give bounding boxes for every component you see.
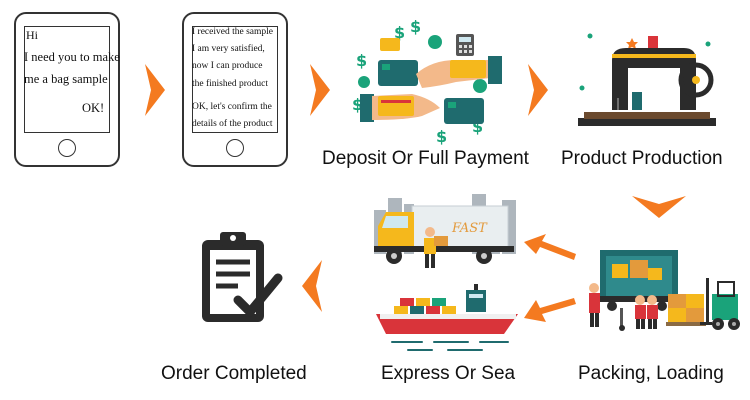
- svg-text:$: $: [410, 17, 421, 36]
- chat-greeting: Hi: [26, 28, 38, 42]
- chat-line: details of the product: [192, 119, 273, 129]
- svg-text:$: $: [394, 23, 405, 42]
- dollar-icon: $ $ $ $ $ $: [352, 17, 483, 146]
- box-icon: [668, 308, 686, 322]
- dollar-coin-icon: [473, 79, 487, 93]
- chat-line: I am very satisfied,: [192, 44, 265, 54]
- box-icon: [686, 294, 704, 308]
- card-icon: [378, 96, 414, 116]
- phone-chat-1: [14, 12, 120, 167]
- payment-illustration: $ $ $ $ $ $: [352, 17, 502, 146]
- dollar-coin-icon: [358, 76, 370, 88]
- box-icon: [612, 264, 628, 278]
- flow-arrow-left: [524, 298, 576, 322]
- home-button: [226, 139, 244, 157]
- chat-line: the finished product: [192, 79, 268, 89]
- container-icon: [394, 298, 456, 314]
- forklift-icon: [700, 278, 740, 330]
- truck-icon: FAST: [374, 194, 516, 268]
- home-button: [58, 139, 76, 157]
- step-deposit-label: Deposit Or Full Payment: [322, 148, 529, 169]
- truck-brand-text: FAST: [451, 221, 488, 236]
- ship-icon: [376, 284, 518, 351]
- dollar-coin-icon: [428, 35, 442, 49]
- worker-icon: [424, 227, 448, 268]
- chat-line: I need you to make: [24, 50, 120, 64]
- step-production-label: Product Production: [561, 148, 723, 169]
- chat-line: I received the sample: [192, 27, 273, 37]
- box-icon: [686, 308, 704, 322]
- calculator-icon: [456, 34, 474, 56]
- chat-line: OK, let's confirm the: [192, 102, 272, 112]
- flow-arrow-right: [310, 64, 330, 116]
- step-completed-label: Order Completed: [161, 363, 307, 384]
- box-icon: [630, 260, 648, 278]
- svg-text:$: $: [356, 51, 367, 70]
- card-icon: [444, 98, 484, 124]
- chat-line: now I can produce: [192, 61, 263, 71]
- worker-icon: [647, 295, 658, 329]
- box-icon: [648, 268, 662, 280]
- svg-text:$: $: [436, 127, 447, 146]
- phone-screen-2: [192, 26, 278, 133]
- worker-icon: [635, 295, 646, 329]
- flow-arrow-right: [145, 64, 165, 116]
- box-icon: [668, 294, 686, 308]
- sewing-machine-icon: [578, 33, 716, 126]
- clipboard-check-icon: [202, 232, 283, 322]
- packing-loading-illustration: [589, 250, 740, 331]
- step-express-label: Express Or Sea: [381, 363, 516, 384]
- step-packing-label: Packing, Loading: [578, 363, 724, 384]
- worker-icon: [589, 283, 600, 327]
- card-icon: [378, 60, 418, 86]
- card-icon: [450, 60, 486, 78]
- flow-arrow-down: [632, 196, 686, 218]
- sparkle-icon: [579, 33, 711, 91]
- svg-text:$: $: [472, 117, 483, 136]
- phone-screen-1: [24, 26, 110, 133]
- svg-text:$: $: [352, 95, 363, 114]
- chat-reply: OK!: [82, 101, 105, 115]
- flow-arrow-right: [528, 64, 548, 116]
- flow-arrow-left: [524, 234, 576, 260]
- wallet-icon: [380, 38, 400, 51]
- phone-chat-2: [182, 12, 288, 167]
- chat-line: me a bag sample: [24, 72, 108, 86]
- flow-arrow-left: [302, 260, 322, 312]
